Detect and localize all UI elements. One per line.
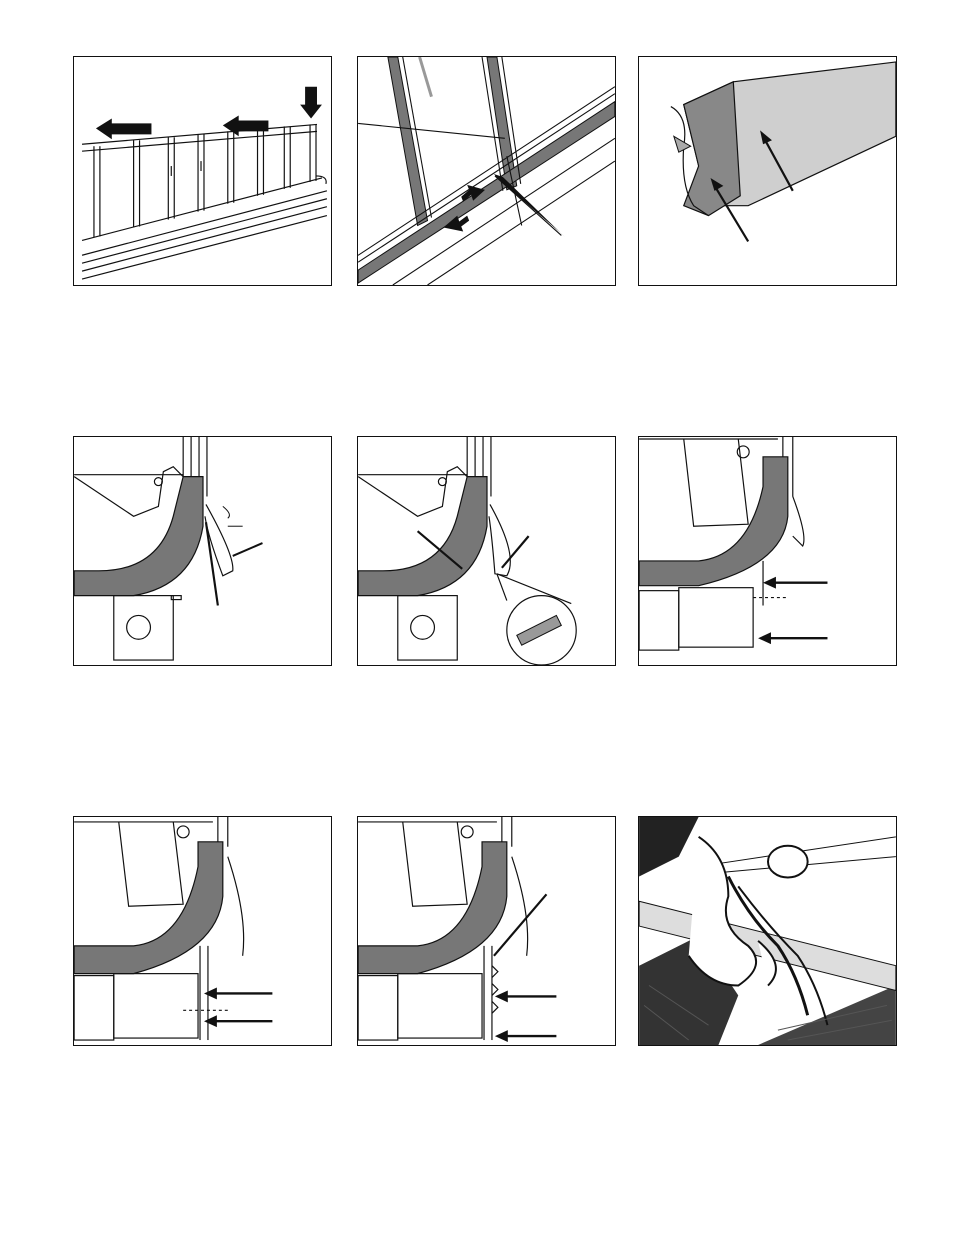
door-track-illustration <box>358 57 615 285</box>
display-case-rail-illustration <box>74 57 331 285</box>
trim-channel-illustration <box>639 57 896 285</box>
figure-panel-8 <box>357 816 616 1046</box>
figure-panel-1 <box>73 56 332 286</box>
case-profile-detail-illustration <box>358 437 615 665</box>
figure-panel-3 <box>638 56 897 286</box>
case-profile-kick-plate-illustration <box>639 437 896 665</box>
figure-panel-2 <box>357 56 616 286</box>
figure-panel-5 <box>357 436 616 666</box>
case-profile-illustration <box>74 437 331 665</box>
figure-panel-4 <box>73 436 332 666</box>
case-profile-clip-illustration <box>358 817 615 1045</box>
figure-panel-6 <box>638 436 897 666</box>
installer-photo-illustration <box>639 817 896 1045</box>
figure-panel-9 <box>638 816 897 1046</box>
figure-panel-7 <box>73 816 332 1046</box>
case-profile-kick-plate-illustration <box>74 817 331 1045</box>
